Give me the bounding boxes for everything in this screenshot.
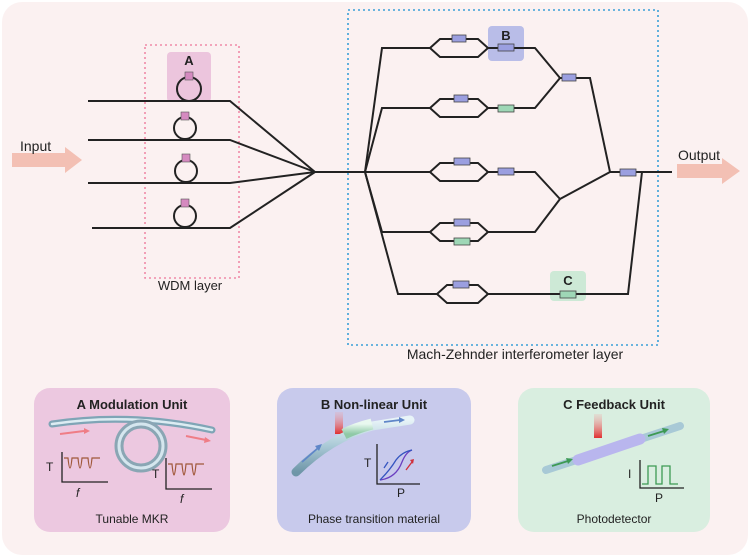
unit-b-caption: Phase transition material [308,512,440,526]
marker-a: A [184,53,194,68]
combiner-shifter [561,73,577,82]
mzi-layer-box [347,9,659,346]
nonlinear-unit [497,104,515,113]
unit-c-background [518,388,710,532]
phase-shifter [453,157,471,166]
nonlinear-unit [497,167,515,176]
phase-shifter [452,280,470,289]
wdm-bus-waveguides [88,100,316,229]
ring-heater-1 [184,71,194,81]
phase-shifter-lower [453,237,471,246]
output-shifter [619,168,637,177]
unit-a-caption: Tunable MKR [96,512,169,526]
unit-b-plot-axes [376,444,420,485]
micro-ring-resonators [173,71,202,228]
ring-heater-3 [181,153,191,163]
unit-b-light-arrow [301,447,319,463]
output-arrow [677,158,740,184]
unit-a-plot-axes-2 [165,458,212,490]
unit-b-laser-beam [335,412,343,434]
unit-a-spectrum-2 [168,463,204,476]
unit-a-axis-y-2: T [152,467,160,481]
unit-c-pulse-trace [642,465,678,485]
unit-a-axis-y: T [46,460,54,474]
unit-b-hysteresis-curve [379,449,413,481]
phase-shifter [453,94,469,103]
ring-heater-2 [180,111,190,121]
unit-a-plot-axes-1 [61,452,108,483]
marker-b: B [501,28,510,43]
unit-b-background [277,388,471,532]
unit-a-input-arrow [59,430,85,435]
unit-b-axis-x: P [397,486,405,500]
unit-b-pcm-segment [341,418,374,439]
unit-b-card: B Non-linear Unit T P Phase transition m… [277,388,471,532]
nonlinear-unit-b [497,43,515,52]
unit-b-title: B Non-linear Unit [321,397,428,412]
unit-a-axis-x-2: f [180,492,185,506]
unit-c-caption: Photodetector [577,512,652,526]
unit-a-card: A Modulation Unit T f T f Tunable MKR [34,388,230,532]
phase-shifter [453,218,471,227]
wdm-layer-label: WDM layer [158,278,223,293]
unit-c-laser-beam [594,414,602,438]
mzi-phase-shifters [451,34,637,299]
mzi-layer-label: Mach-Zehnder interferometer layer [407,346,624,362]
unit-c-axis-x: P [655,491,663,505]
wdm-layer-box [144,44,240,279]
unit-a-title: A Modulation Unit [77,397,188,412]
unit-c-card: C Feedback Unit I P Photodetector [518,388,710,532]
unit-c-light-arrow [551,460,569,467]
unit-c-photodetector [572,433,646,466]
unit-b-axis-y: T [364,456,372,470]
unit-b-highlight [488,26,524,61]
ring-heater-4 [180,198,190,208]
unit-c-title: C Feedback Unit [563,397,666,412]
unit-c-axis-y: I [628,467,631,481]
phase-shifter [451,34,467,43]
unit-a-spectrum-1 [64,457,100,469]
marker-c: C [563,273,573,288]
input-label: Input [20,138,51,154]
unit-a-output-arrow [185,435,207,441]
unit-a-axis-x: f [76,486,81,500]
input-arrow [12,147,82,173]
output-label: Output [678,147,720,163]
unit-c-plot-axes [639,460,684,489]
feedback-unit-c [559,290,577,299]
